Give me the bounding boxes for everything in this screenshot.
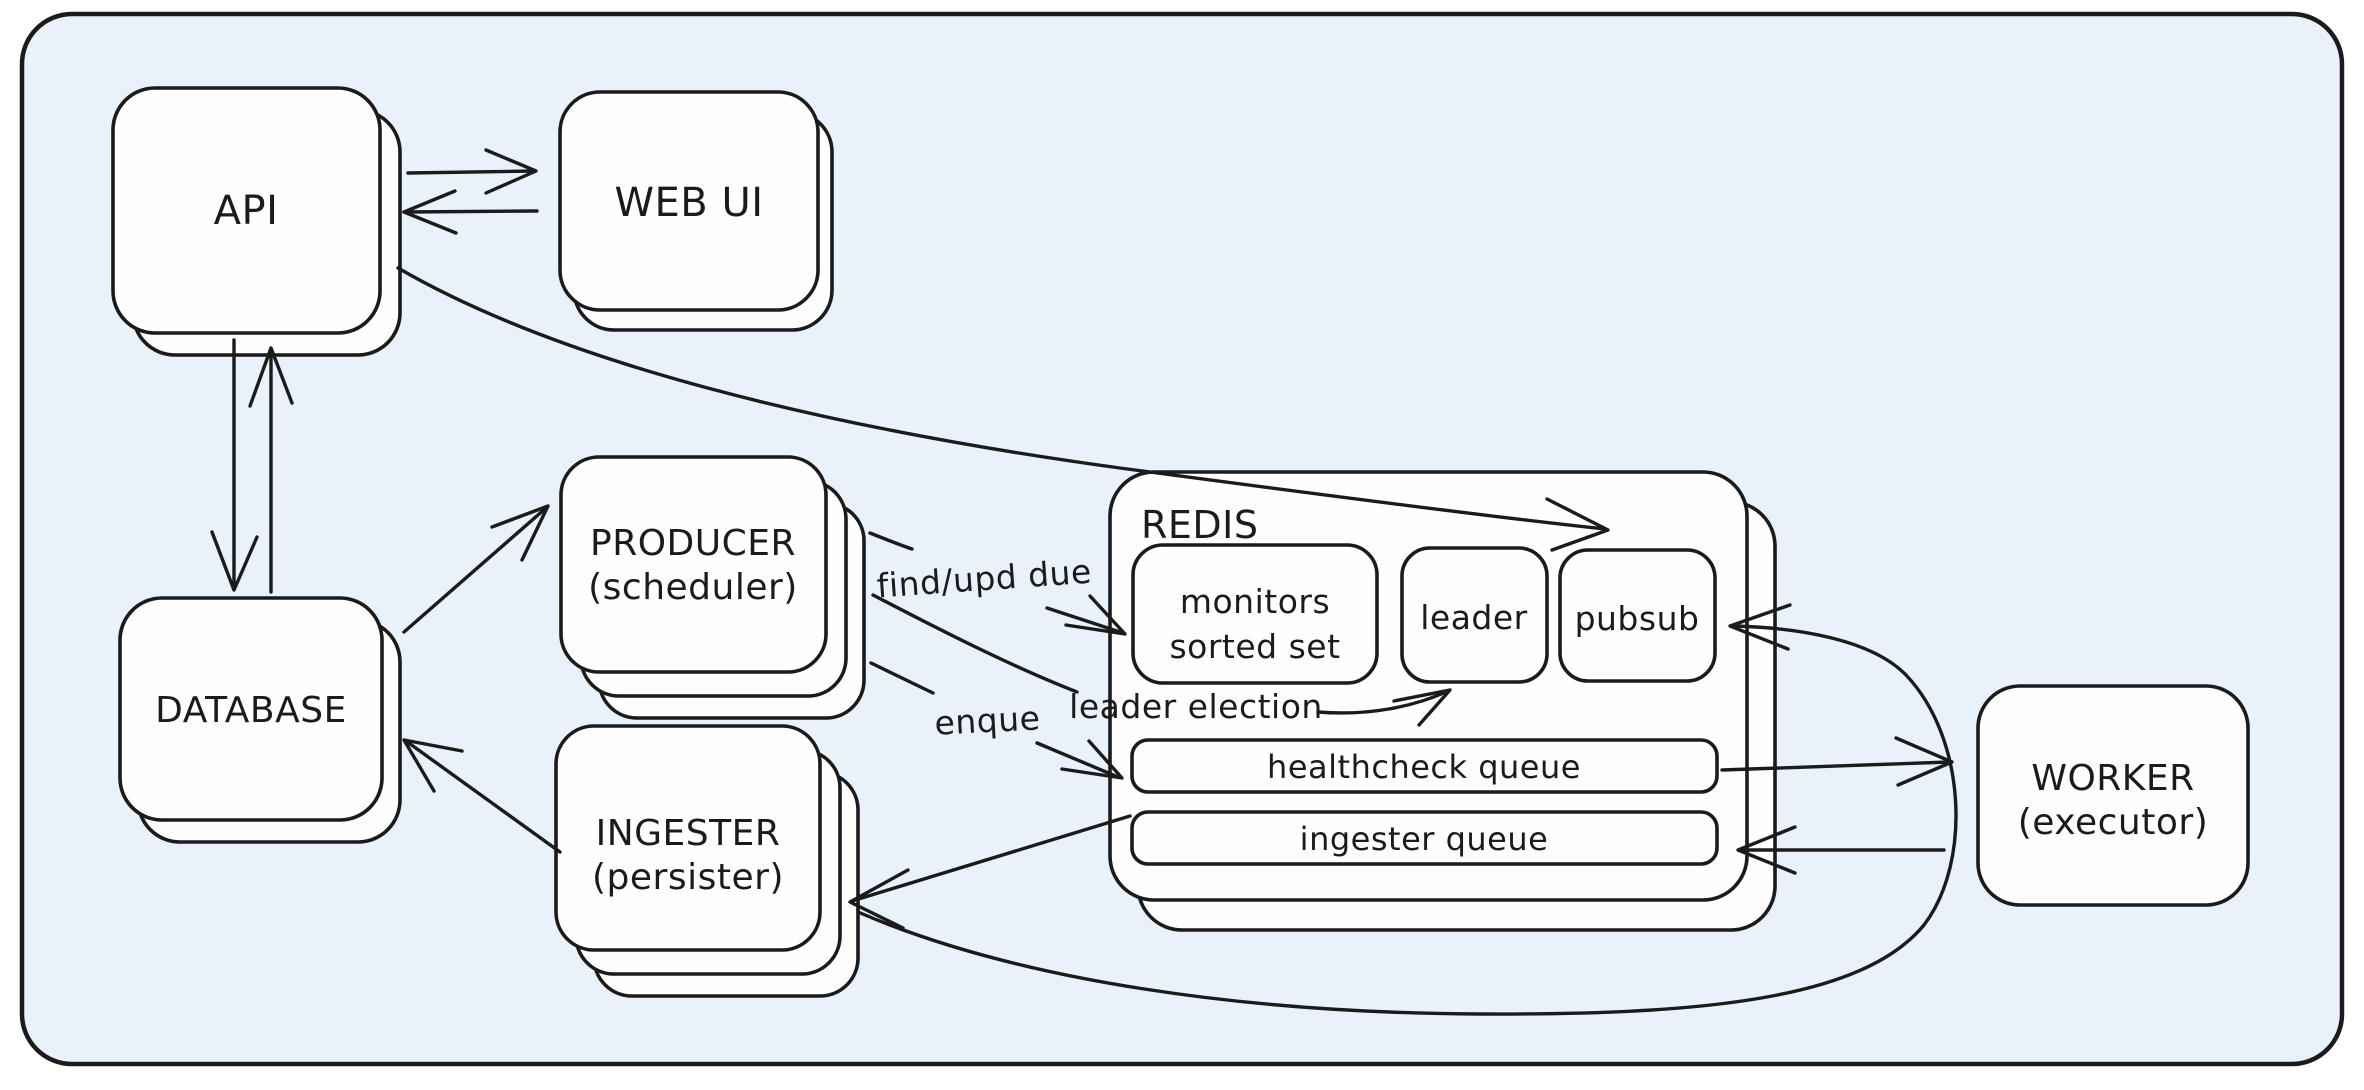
edge-healthcheck-to-worker	[1720, 736, 1954, 787]
edge-producer-to-monitors	[868, 531, 1127, 636]
edge-database-to-producer-line	[402, 506, 548, 634]
ingester-label: INGESTER	[596, 813, 781, 854]
monitors-sorted-set-label-line1: monitors	[1180, 582, 1330, 621]
monitors-sorted-set-label-line2: sorted set	[1169, 627, 1340, 666]
pubsub-node: pubsub	[1558, 548, 1717, 683]
pubsub-label: pubsub	[1575, 599, 1700, 638]
ingester-queue-node: ingester queue	[1130, 810, 1719, 866]
web-ui-label: WEB UI	[614, 180, 763, 226]
monitors-sorted-set-box	[1131, 543, 1379, 685]
monitors-sorted-set-node: monitors sorted set	[1131, 543, 1379, 685]
edge-api-to-webui-arrowhead	[484, 148, 538, 195]
ingester-box	[554, 724, 822, 952]
edge-producer-to-leader	[871, 593, 1452, 727]
edge-producer-to-healthcheck-arrowhead	[1060, 739, 1124, 780]
edge-worker-to-ingester-queue	[1736, 825, 1946, 875]
edge-producer-to-leader-arrowhead	[1392, 688, 1452, 727]
leader-box	[1400, 546, 1549, 684]
ingester-sublabel: (persister)	[592, 857, 784, 898]
edge-api-to-redis-arrowhead	[1545, 497, 1610, 552]
edge-api-to-webui	[406, 148, 538, 195]
edge-webui-to-api	[402, 189, 539, 235]
edge-api-to-redis	[396, 266, 1610, 552]
worker-node: WORKER (executor)	[1976, 684, 2250, 907]
edge-webui-to-api-arrowhead	[402, 189, 458, 235]
edge-webui-to-api-line	[402, 209, 539, 214]
edge-ingester-to-database-arrowhead	[402, 738, 464, 793]
api-node: API	[111, 86, 402, 357]
edge-database-to-api	[248, 346, 294, 594]
api-box	[111, 86, 382, 335]
producer-node: PRODUCER (scheduler)	[559, 455, 866, 720]
api-label: API	[214, 188, 279, 234]
edge-healthcheck-to-worker-line	[1720, 760, 1952, 772]
edge-healthcheck-to-worker-arrowhead	[1894, 736, 1954, 787]
edge-ingester-queue-to-ingester	[848, 814, 1132, 930]
edge-ingester-queue-to-ingester-arrowhead	[848, 868, 910, 930]
edge-producer-to-monitors-stub	[868, 531, 914, 551]
edge-worker-to-ingester-queue-arrowhead	[1736, 825, 1797, 875]
worker-label: WORKER	[2031, 758, 2194, 799]
ingester-queue-box	[1130, 810, 1719, 866]
edge-producer-to-healthcheck-line	[1035, 741, 1120, 779]
database-node: DATABASE	[118, 596, 402, 844]
worker-box	[1976, 684, 2250, 907]
worker-sublabel: (executor)	[2018, 802, 2209, 843]
web-ui-box	[558, 90, 820, 312]
edge-ingester-to-database-line	[404, 739, 562, 854]
producer-sublabel: (scheduler)	[588, 567, 798, 608]
edge-producer-to-healthcheck-stub	[869, 661, 935, 695]
edge-producer-to-healthcheck	[869, 661, 1124, 780]
producer-box	[559, 455, 828, 674]
edge-producer-to-leader-arrow-line	[1316, 690, 1448, 715]
healthcheck-queue-box	[1130, 738, 1719, 794]
edge-ingester-to-pubsub	[856, 603, 1958, 1016]
web-ui-node: WEB UI	[558, 90, 834, 332]
edge-producer-to-leader-line	[871, 593, 1079, 694]
database-label: DATABASE	[155, 690, 347, 731]
database-box	[118, 596, 384, 822]
enque-label: enque	[934, 698, 1042, 742]
edge-api-to-redis-line	[396, 266, 1607, 531]
healthcheck-queue-node: healthcheck queue	[1130, 738, 1719, 794]
edge-ingester-to-database	[402, 738, 562, 854]
producer-label: PRODUCER	[590, 523, 796, 564]
edge-ingester-to-pubsub-line	[856, 624, 1958, 1016]
leader-election-label: leader election	[1069, 687, 1323, 726]
edge-api-to-database	[210, 338, 259, 592]
ingester-node: INGESTER (persister)	[554, 724, 860, 998]
edge-ingester-to-pubsub-arrowhead	[1728, 603, 1792, 651]
edge-ingester-queue-to-ingester-line	[850, 814, 1132, 903]
edge-database-to-producer-arrowhead	[490, 504, 550, 562]
edge-database-to-producer	[402, 504, 550, 634]
edge-producer-to-monitors-arrowhead	[1064, 594, 1127, 636]
edge-database-to-api-arrowhead	[248, 346, 294, 408]
redis-node: REDIS monitors sorted set leader pubsub …	[1108, 470, 1777, 932]
redis-label: REDIS	[1141, 503, 1259, 547]
leader-node: leader	[1400, 546, 1549, 684]
pubsub-box	[1558, 548, 1717, 683]
edge-producer-to-monitors-line	[1045, 606, 1122, 634]
ingester-queue-label: ingester queue	[1300, 820, 1549, 858]
edge-api-to-webui-line	[406, 169, 537, 175]
healthcheck-queue-label: healthcheck queue	[1267, 748, 1581, 786]
leader-label: leader	[1420, 598, 1528, 637]
edges	[210, 148, 1958, 1016]
edge-api-to-database-arrowhead	[210, 530, 259, 592]
